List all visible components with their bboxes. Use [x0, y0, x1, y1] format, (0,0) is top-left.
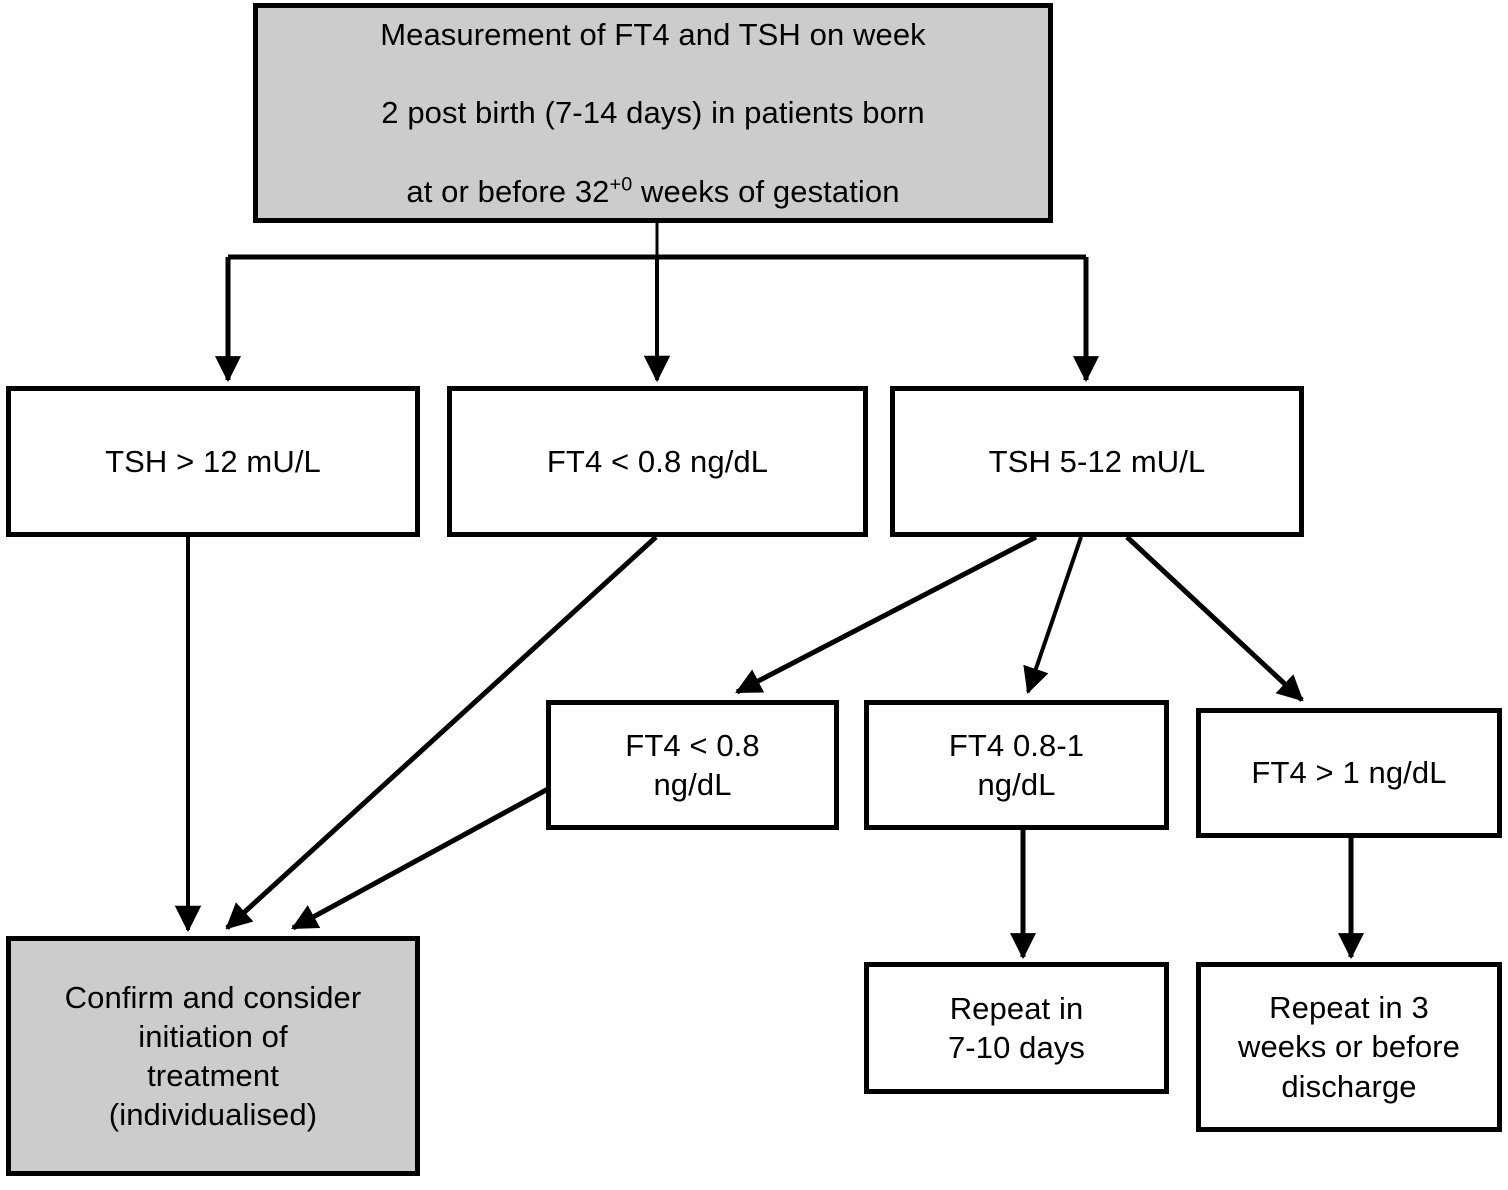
- node-repeat-3-weeks: Repeat in 3 weeks or before discharge: [1196, 962, 1502, 1132]
- edge-tsh-mid-to-ft4-low-sub: [735, 534, 1038, 695]
- node-ft4-high-sub-label: FT4 > 1 ng/dL: [1251, 755, 1447, 791]
- node-ft4-low-sub: FT4 < 0.8 ng/dL: [546, 700, 839, 830]
- edge-ft4-low-sub-to-treat: [291, 786, 550, 931]
- node-repeat-7-10: Repeat in 7-10 days: [864, 962, 1169, 1094]
- edge-tsh-mid-to-ft4-high-sub: [1125, 535, 1304, 702]
- node-ft4-mid-sub-label: FT4 0.8-1 ng/dL: [948, 727, 1085, 802]
- node-start-line-1: Measurement of FT4 and TSH on week: [380, 17, 926, 53]
- node-ft4-high-sub: FT4 > 1 ng/dL: [1196, 708, 1502, 838]
- node-start-line-3-suffix: weeks of gestation: [632, 173, 900, 209]
- node-ft4-low-label: FT4 < 0.8 ng/dL: [546, 443, 769, 479]
- node-ft4-low-sub-label: FT4 < 0.8 ng/dL: [625, 727, 760, 802]
- node-tsh-high-label: TSH > 12 mU/L: [105, 443, 321, 479]
- node-repeat-3-weeks-label: Repeat in 3 weeks or before discharge: [1237, 990, 1461, 1104]
- edge-tsh-mid-to-ft4-mid-sub: [1023, 536, 1083, 694]
- node-start-line-3: at or before 32+0 weeks of gestation: [380, 172, 926, 211]
- node-ft4-mid-sub: FT4 0.8-1 ng/dL: [864, 700, 1169, 830]
- node-repeat-7-10-label: Repeat in 7-10 days: [947, 990, 1086, 1065]
- edge-ft4-low-to-treat: [225, 535, 658, 930]
- node-start-line-3-prefix: at or before 32: [406, 173, 610, 209]
- node-ft4-low: FT4 < 0.8 ng/dL: [447, 386, 868, 537]
- node-tsh-mid: TSH 5-12 mU/L: [890, 386, 1304, 537]
- node-tsh-mid-label: TSH 5-12 mU/L: [988, 443, 1206, 479]
- node-treat: Confirm and consider initiation of treat…: [6, 936, 420, 1176]
- node-start-gestation-superscript: +0: [609, 173, 633, 196]
- node-tsh-high: TSH > 12 mU/L: [6, 386, 420, 537]
- node-start-label: Measurement of FT4 and TSH on week 2 pos…: [380, 0, 926, 250]
- node-start: Measurement of FT4 and TSH on week 2 pos…: [253, 3, 1053, 223]
- node-treat-label: Confirm and consider initiation of treat…: [64, 979, 362, 1133]
- node-start-line-2: 2 post birth (7-14 days) in patients bor…: [381, 95, 925, 131]
